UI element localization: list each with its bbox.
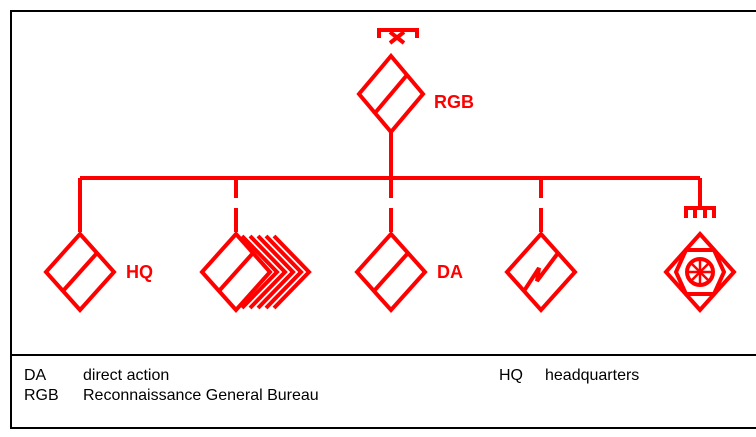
rgb-unit-symbol <box>356 28 426 136</box>
stacked-diamond-front <box>199 231 273 313</box>
stacked-diamond-edge-3 <box>256 234 296 310</box>
echelon-bracket-icon <box>684 206 716 218</box>
stacked-diagonal <box>217 251 255 293</box>
wheeled-diamond <box>663 231 737 313</box>
rgb-label: RGB <box>434 92 474 112</box>
hq-unit-symbol <box>43 231 117 313</box>
wheel-spoke-4 <box>690 262 710 282</box>
rgb-diagonal <box>373 73 409 115</box>
wheeled-unit-symbol <box>663 206 737 313</box>
legend-abbr-rgb: RGB <box>24 387 59 404</box>
x-echelon-mark-icon <box>388 30 406 45</box>
wheeled-hexagon <box>673 248 727 296</box>
stacked-diamond-edge-1 <box>240 234 280 310</box>
org-chart-diagram: RGB HQ <box>43 28 737 313</box>
da-unit-symbol <box>354 231 428 313</box>
hq-diagonal <box>61 251 99 293</box>
lightning-bolt-icon <box>522 251 560 293</box>
hq-label: HQ <box>126 262 153 282</box>
legend-text-hq: headquarters <box>545 367 640 384</box>
stacked-diamond-edge-2 <box>248 234 288 310</box>
signal-diamond <box>504 231 578 313</box>
legend-text-da: direct action <box>83 367 170 384</box>
x-echelon-bracket-icon <box>377 28 419 38</box>
legend-abbr-da: DA <box>24 367 47 384</box>
legend-text-rgb: Reconnaissance General Bureau <box>83 387 319 404</box>
da-diamond <box>354 231 428 313</box>
signal-unit-symbol <box>504 231 578 313</box>
legend-divider <box>10 354 756 356</box>
stacked-diamond-edge-5 <box>272 234 312 310</box>
multiple-units-symbol <box>199 231 312 313</box>
hq-diamond <box>43 231 117 313</box>
da-label: DA <box>437 262 463 282</box>
legend-abbr-hq: HQ <box>499 367 523 384</box>
figure-frame <box>10 10 756 429</box>
da-diagonal <box>372 251 410 293</box>
stacked-diamond-edge-4 <box>264 234 304 310</box>
